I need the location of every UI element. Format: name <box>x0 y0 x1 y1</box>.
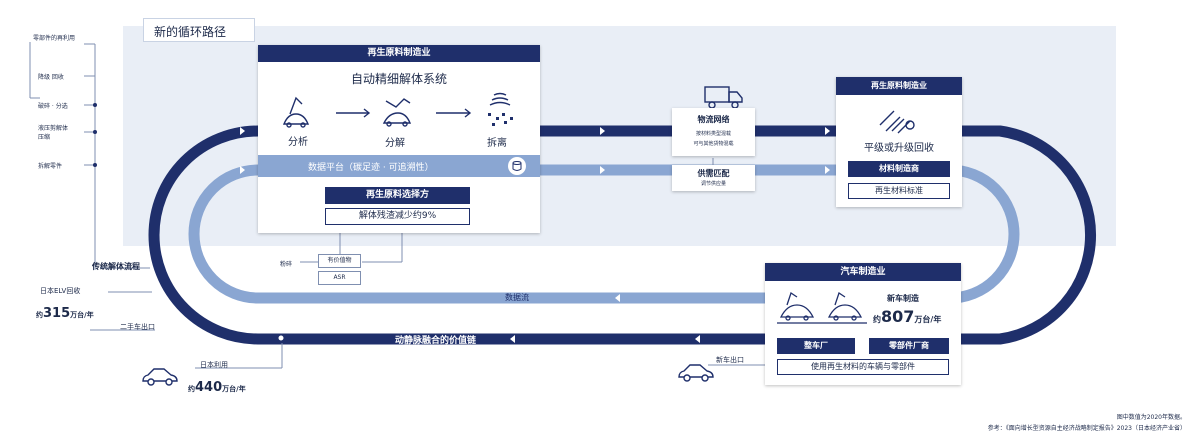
right-panel-main-text: 平级或升级回收 <box>864 143 934 154</box>
top-arrows <box>240 127 830 135</box>
list-item-reuse: 零部件的再利用 <box>33 35 76 42</box>
disassemble-icon <box>382 98 412 124</box>
material-maker-button: 材料制造商 <box>848 161 950 177</box>
right-panel-header: 再生原料制造业 <box>836 77 962 95</box>
supply-box: 供需匹配 调节供应量 <box>672 165 755 191</box>
select-material-button: 再生原料选择方 <box>325 187 470 204</box>
used-car-export-label: 二手车出口 <box>120 323 155 331</box>
footer-source: 参考：《面向增长型资源自主经济战略制定报告》2023（日本经济产业省） <box>987 425 1186 432</box>
recycled-vehicles-label: 使用再生材料的车辆与零部件 <box>777 359 949 375</box>
jp-use-unit: 万台/年 <box>222 385 246 393</box>
supply-title: 供需匹配 <box>697 169 730 178</box>
logistics-title: 物流网络 <box>697 115 730 124</box>
crush-label: 粉碎 <box>280 261 293 268</box>
left-list-lines <box>29 42 96 270</box>
parts-maker-button: 零部件厂商 <box>869 338 949 354</box>
elv-prefix: 约 <box>36 311 43 319</box>
new-car-unit: 万台/年 <box>914 315 942 324</box>
residue-reduction-label: 解体残渣减少约9% <box>325 208 470 225</box>
data-platform-bar: 数据平台（碳足迹 · 可追溯性） <box>258 155 540 177</box>
new-car-prefix: 约 <box>873 315 881 324</box>
footer-note: 图中数值为2020年数据。 <box>1116 414 1186 421</box>
elv-unit: 万台/年 <box>70 311 94 319</box>
right-recycling-panel: 再生原料制造业 平级或升级回收 材料制造商 再生材料标准 <box>836 77 962 207</box>
valuable-box: 有价值物 <box>318 254 361 268</box>
new-car-value: 807 <box>881 307 915 326</box>
list-item-downgrade: 降级 回收 <box>38 74 64 81</box>
list-item-crush-sort: 破碎 · 分选 <box>38 103 68 110</box>
elv-stat: 约315万台/年 <box>36 302 94 321</box>
step-separate: 拆离 <box>487 138 507 149</box>
jp-use-title: 日本利用 <box>200 361 228 369</box>
inner-arrows <box>240 166 830 302</box>
car-icon-right <box>678 364 714 382</box>
separate-icon <box>489 92 511 106</box>
asr-box: ASR <box>318 271 361 285</box>
elv-value: 315 <box>43 306 71 321</box>
database-icon <box>508 157 526 175</box>
car-factory-icon <box>777 291 867 324</box>
material-standard-label: 再生材料标准 <box>848 183 950 199</box>
main-panel-header: 再生原料制造业 <box>258 45 540 62</box>
jp-use-stat: 约440万台/年 <box>188 376 246 395</box>
supply-desc: 调节供应量 <box>700 181 726 187</box>
traditional-flow-label: 传统解体流程 <box>92 262 140 271</box>
list-item-parts: 拆解零件 <box>38 163 63 170</box>
new-car-title: 新车制造 <box>887 294 919 303</box>
page-title: 新的循环路径 <box>154 25 227 39</box>
data-platform-label: 数据平台（碳足迹 · 可追溯性） <box>308 163 434 173</box>
step-analyze: 分析 <box>288 137 308 148</box>
auto-industry-panel: 汽车制造业 新车制造 约807万台/年 整车厂 零部件厂商 使用再生材料的车辆与… <box>765 263 961 385</box>
title-tab: 新的循环路径 <box>143 18 255 42</box>
data-flow-label: 数据流 <box>505 293 529 302</box>
bottom-arrows <box>510 335 700 343</box>
logistics-desc-1: 按材料类型混载 <box>695 131 731 137</box>
truck-icon <box>703 84 747 110</box>
steps-graphic <box>282 92 513 128</box>
oem-button: 整车厂 <box>777 338 855 354</box>
elv-title: 日本ELV回收 <box>40 287 81 295</box>
main-panel-subtitle: 自动精细解体系统 <box>350 72 447 86</box>
new-car-export-label: 新车出口 <box>716 356 744 364</box>
jp-use-prefix: 约 <box>188 385 195 393</box>
jp-use-value: 440 <box>195 380 223 395</box>
value-chain-loop <box>148 125 1097 345</box>
recycle-icon <box>876 105 920 135</box>
step-disassemble: 分解 <box>385 138 405 149</box>
auto-panel-header: 汽车制造业 <box>765 263 961 281</box>
logistics-desc-2: 可与其他货物混载 <box>693 141 734 147</box>
list-item-hydraulic: 液压剪解体压缩 <box>38 125 69 141</box>
main-recycling-panel: 再生原料制造业 自动精细解体系统 分析 分解 拆离 数据平台（碳足迹 · 可追溯… <box>258 45 540 233</box>
value-chain-label: 动静脉融合的价值链 <box>395 336 477 346</box>
analyze-icon <box>282 96 310 125</box>
logistics-box: 物流网络 按材料类型混载 可与其他货物混载 <box>672 108 755 156</box>
car-icon-left <box>142 368 178 386</box>
new-car-stat: 约807万台/年 <box>873 307 941 326</box>
